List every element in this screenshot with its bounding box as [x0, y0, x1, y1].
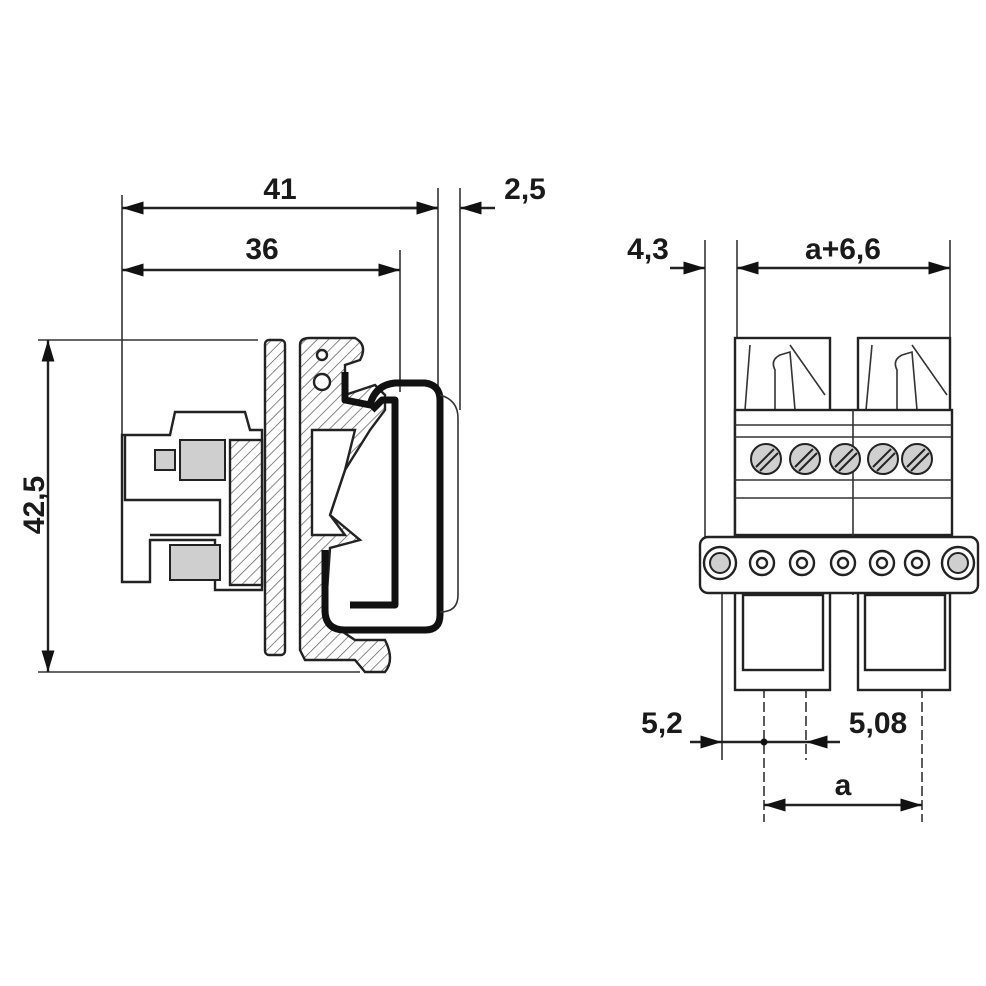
contact-pin	[154, 449, 176, 471]
dim-label-5-08: 5,08	[849, 707, 907, 740]
adapter-hole	[312, 372, 332, 392]
din-rail	[321, 372, 444, 634]
plug-connector	[120, 410, 264, 592]
dim-origin-dot	[760, 738, 768, 746]
holes	[702, 545, 976, 581]
screw-icon	[829, 443, 861, 475]
screw-icon	[901, 443, 933, 475]
dim-label-42-5: 42,5	[18, 476, 51, 534]
dim-label-a: a	[835, 769, 852, 802]
screw-icon	[867, 443, 899, 475]
dim-label-5-2: 5,2	[641, 707, 683, 740]
screws	[750, 443, 933, 475]
screw-icon	[750, 443, 782, 475]
dim-label-36: 36	[245, 233, 278, 266]
dim-label-4-3: 4,3	[627, 233, 669, 266]
adapter-hole	[315, 348, 329, 362]
dim-label-a-plus-6-6: a+6,6	[805, 233, 881, 266]
mounting-plate	[263, 338, 287, 657]
plug-body-section	[228, 438, 264, 587]
side-view: 41 2,5 36 42,5	[18, 173, 546, 674]
adapter-cavity	[310, 428, 357, 537]
dim-label-41: 41	[263, 173, 296, 206]
contact-spring	[169, 544, 221, 581]
screw-slots	[755, 448, 930, 472]
rail-outline	[439, 394, 459, 613]
front-view: 4,3 a+6,6 5,2 5,08 a	[627, 233, 980, 822]
extension-lines	[38, 188, 461, 673]
screw-icon	[789, 443, 821, 475]
dim-label-2-5: 2,5	[504, 173, 546, 206]
contact-sleeve	[179, 439, 226, 481]
din-rail-inner	[350, 396, 399, 609]
